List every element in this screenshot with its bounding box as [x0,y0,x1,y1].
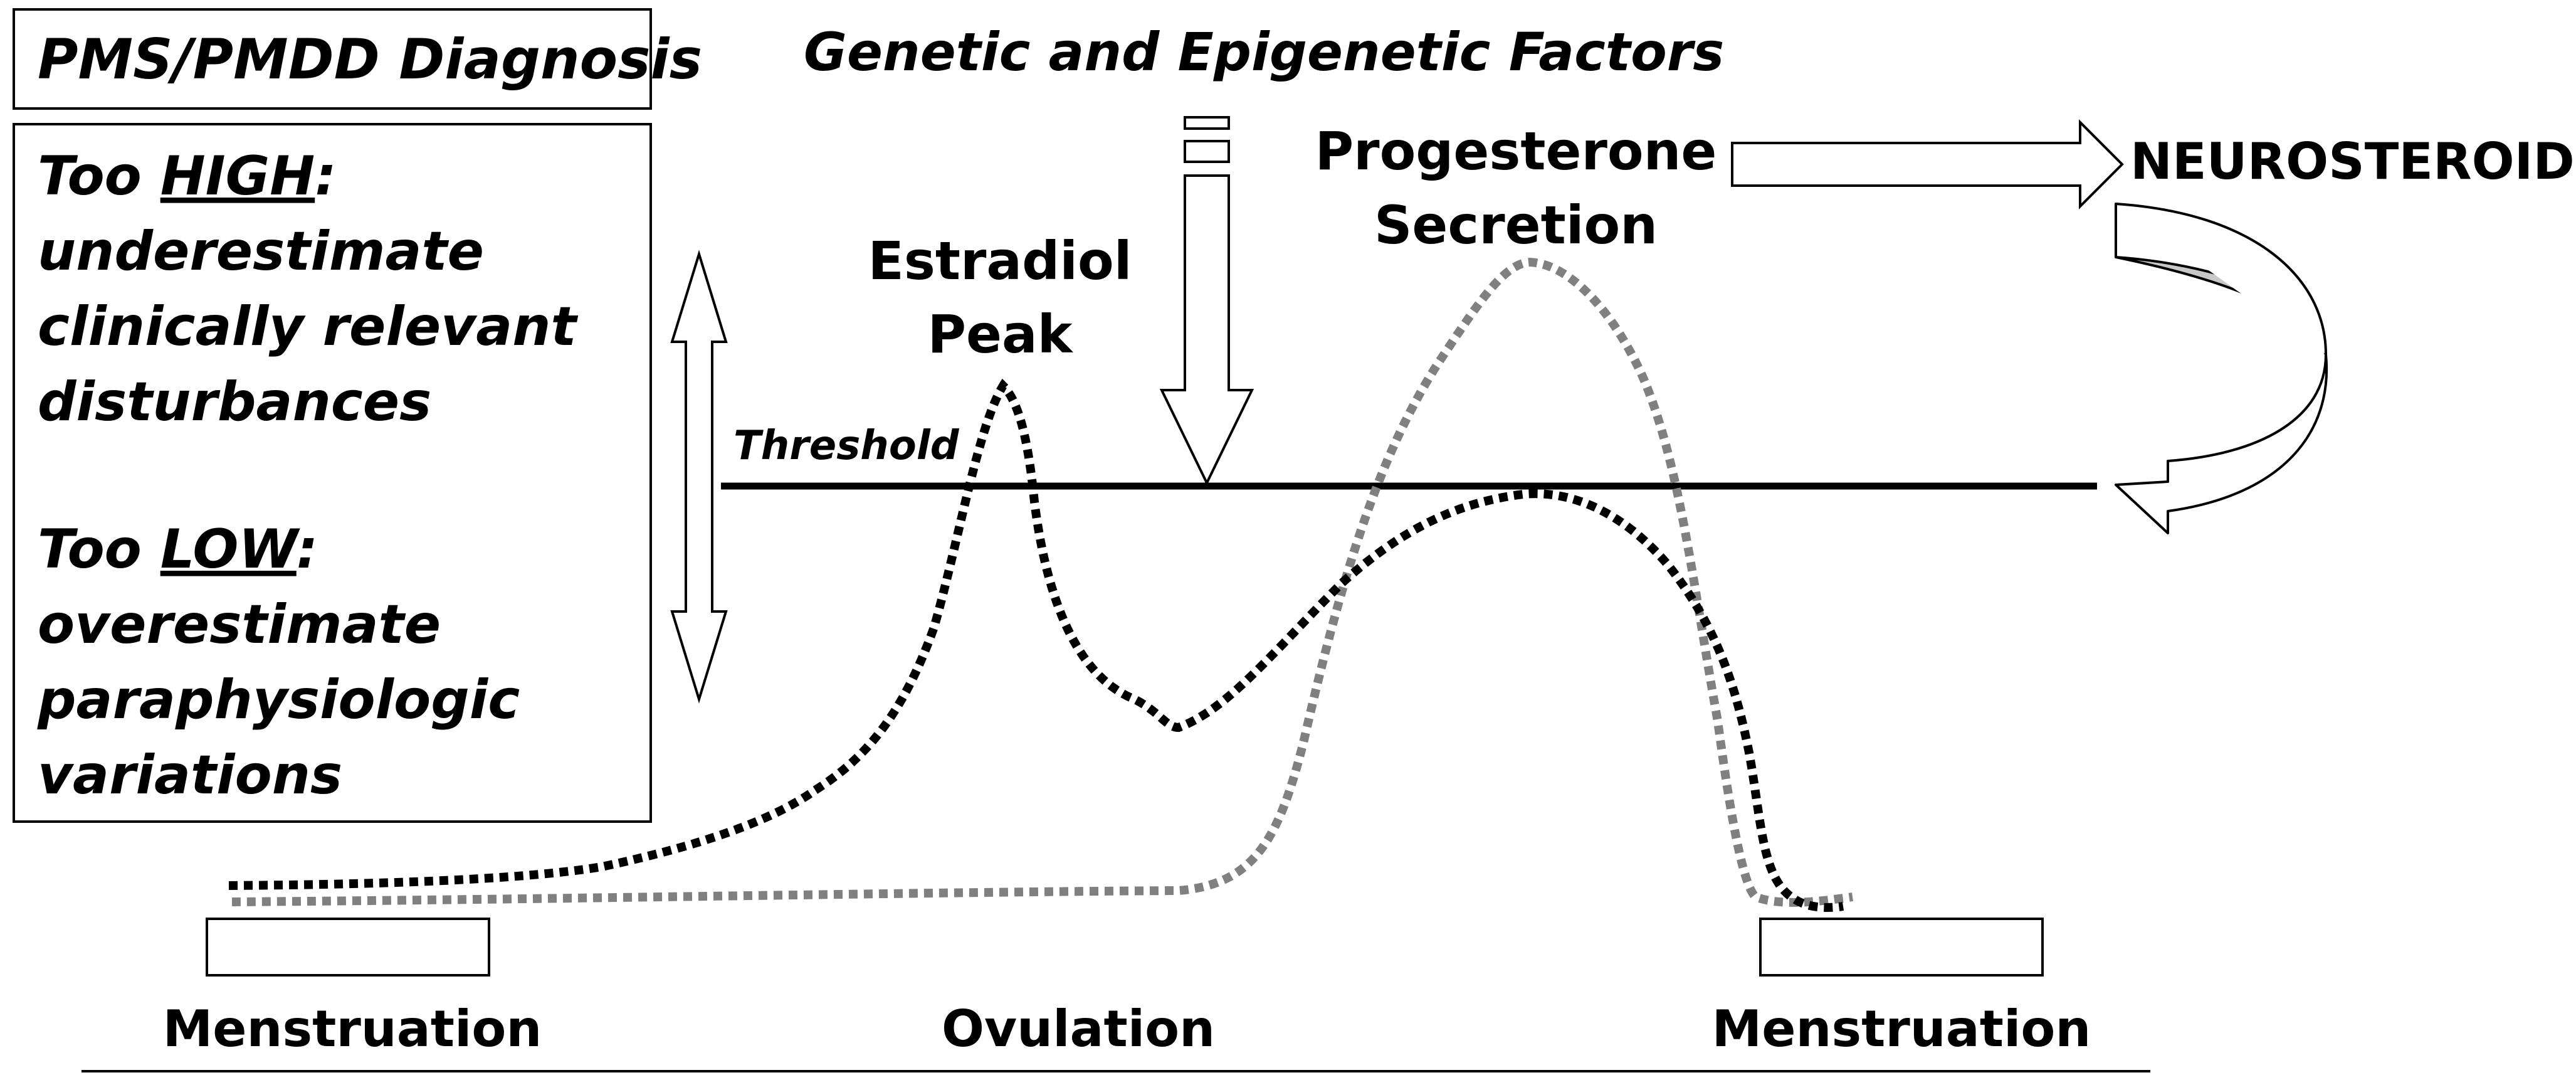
neurosteroids-label: NEUROSTEROIDS [2130,132,2576,191]
progesterone-curve [231,257,1854,907]
menstruation-marker-left [206,918,490,977]
too-high-line-2: clinically relevant [38,295,578,358]
progesterone-label-line2: Secretion [1374,194,1658,256]
neurosteroid-feedback-arrow [2115,203,2328,534]
phase-label-menstruation-start: Menstruation [163,1000,542,1058]
threshold-adjust-double-arrow [670,250,728,704]
estradiol-curve [228,378,1844,912]
estradiol-peak-label-line2: Peak [927,304,1073,365]
explanation-box: Too HIGH: underestimate clinically relev… [13,123,652,823]
menstruation-marker-right [1759,918,2044,977]
too-high-line-1: underestimate [38,220,484,283]
estradiol-peak-label-line1: Estradiol [868,230,1132,292]
progesterone-to-neurosteroids-arrow [1731,119,2124,209]
diagnosis-title-box: PMS/PMDD Diagnosis [13,8,702,110]
phase-label-menstruation-end: Menstruation [1712,1000,2091,1058]
too-high-line-3: disturbances [38,371,431,433]
genetic-factors-arrow [1159,116,1254,486]
too-low-heading: Too LOW: [38,518,318,581]
too-high-heading: Too HIGH: [38,145,337,208]
threshold-label: Threshold [733,423,960,469]
diagnosis-title: PMS/PMDD Diagnosis [38,27,702,92]
progesterone-label-line1: Progesterone [1315,120,1717,182]
genetic-factors-label: Genetic and Epigenetic Factors [804,21,1724,83]
too-low-line-2: paraphysiologic [37,669,520,731]
too-low-line-1: overestimate [38,593,441,656]
phase-label-ovulation: Ovulation [942,1000,1215,1058]
too-low-line-3: variations [38,744,342,807]
